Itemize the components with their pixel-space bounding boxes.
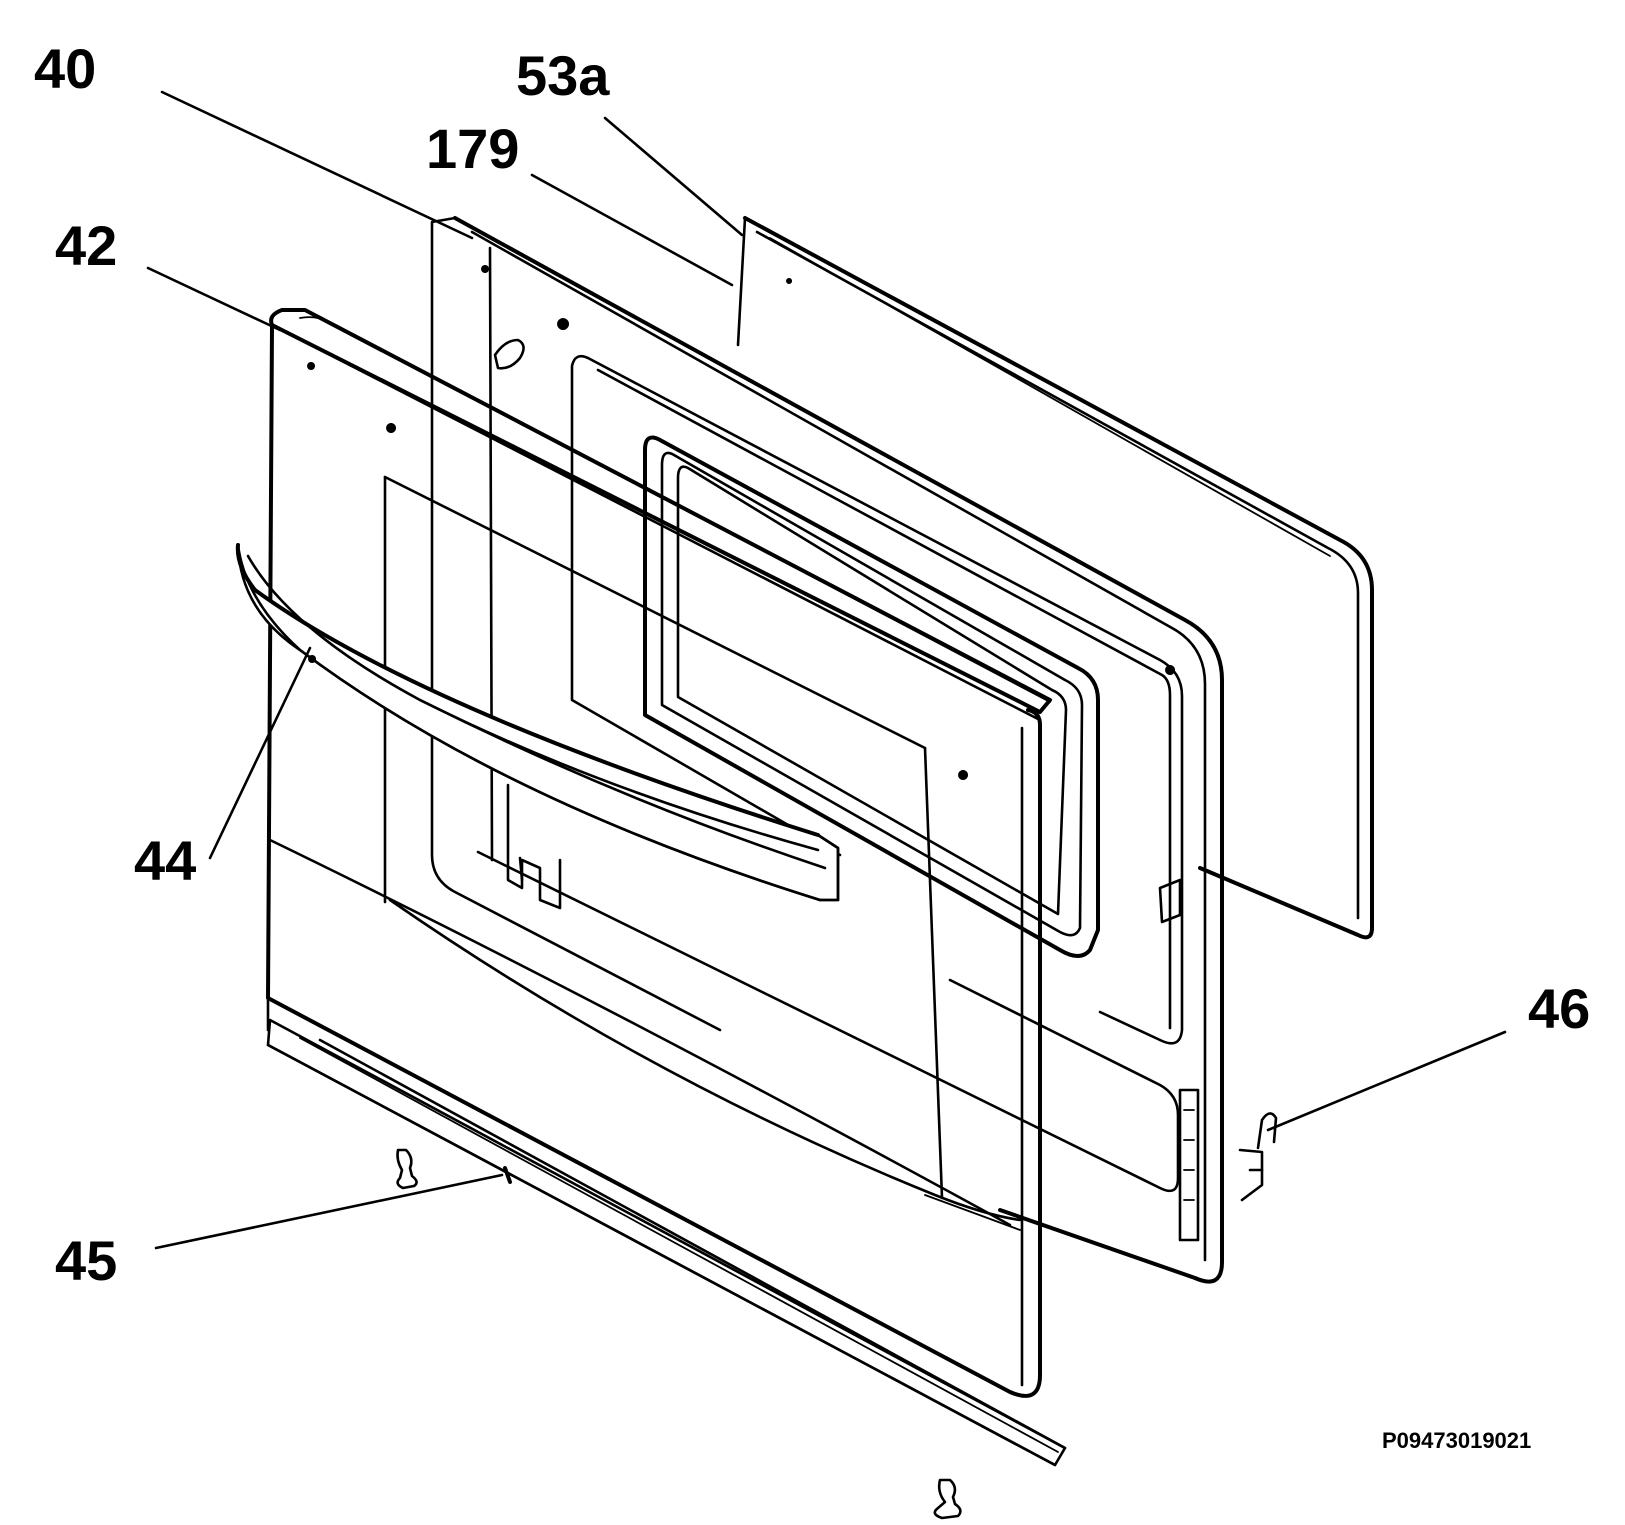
part-45-bottom-trim: [266, 1018, 1067, 1520]
leader-42: [146, 266, 282, 332]
callout-45: 45: [55, 1229, 117, 1292]
callout-46: 46: [1528, 977, 1590, 1040]
part-40-inner-frame: [430, 216, 1224, 1284]
part-42-outer-panel: [266, 308, 1052, 1398]
part-53a-rear-glass: [736, 216, 1374, 940]
leader-45: [154, 1173, 504, 1250]
callout-53a: 53a: [516, 44, 610, 107]
callout-179: 179: [426, 117, 519, 180]
callout-44: 44: [134, 829, 196, 892]
leader-lines: [146, 90, 1507, 1250]
callout-40: 40: [34, 37, 96, 100]
callout-labels: 40 53a 179 42 44 45 46: [34, 37, 1590, 1292]
part-44-handle: [235, 543, 840, 902]
leader-46: [1266, 1030, 1507, 1132]
leader-40: [160, 90, 474, 240]
part-46-hinge-clip: [1238, 1112, 1278, 1202]
leader-53a: [603, 116, 744, 237]
callout-42: 42: [55, 214, 117, 277]
reference-code: P09473019021: [1382, 1428, 1531, 1453]
part-179-inner-glass: [643, 435, 1100, 958]
leader-44: [208, 646, 312, 860]
leader-179: [530, 173, 734, 287]
